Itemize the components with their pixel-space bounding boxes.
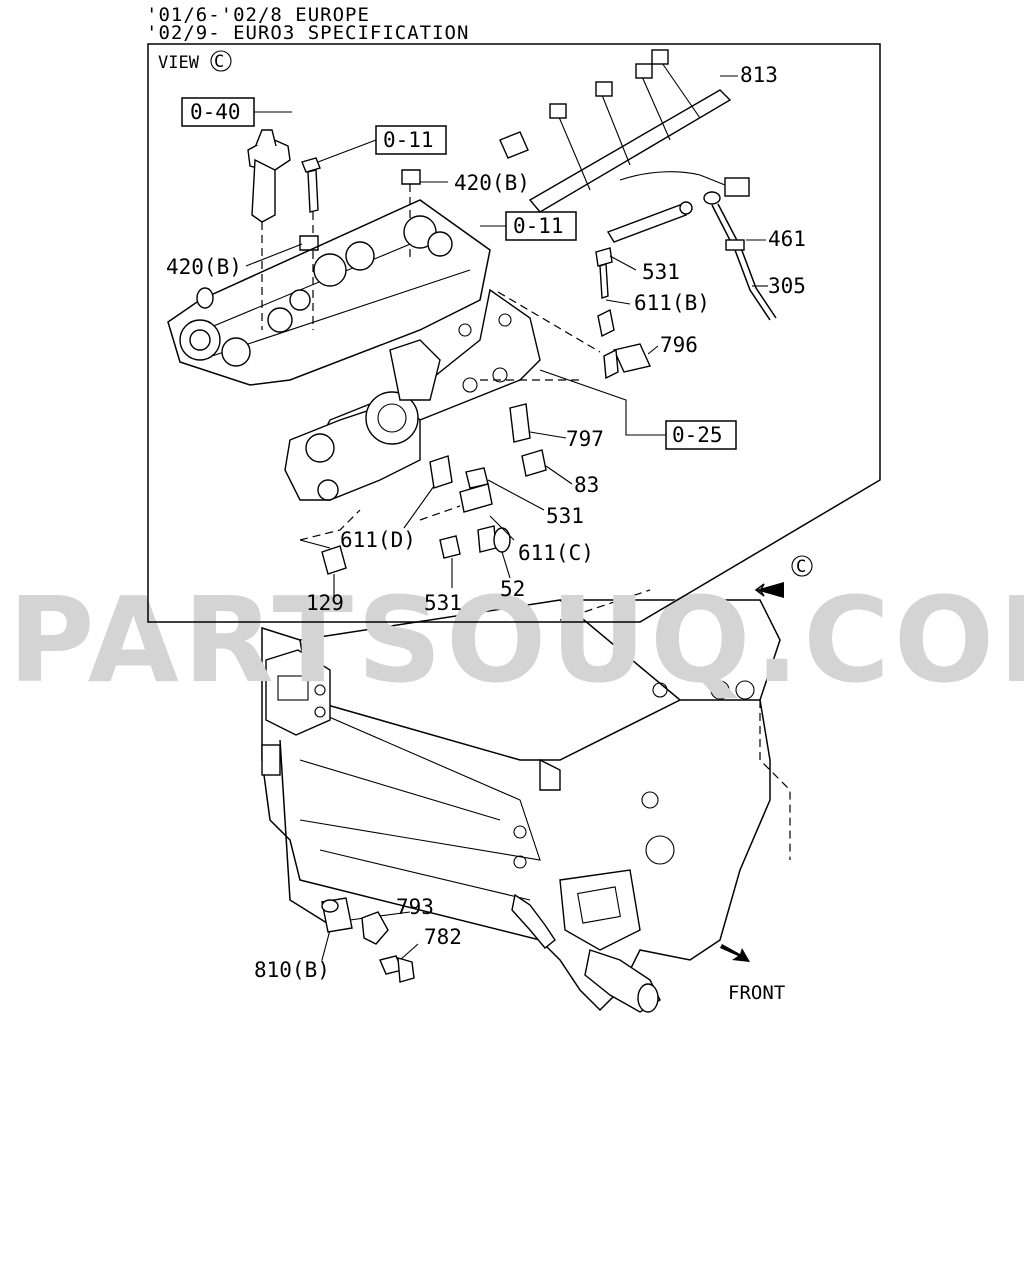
header-line-2: '02/9- EURO3 SPECIFICATION <box>146 22 469 44</box>
label-611d: 611(D) <box>340 528 416 552</box>
ref-box-0-40-label: 0-40 <box>190 100 241 124</box>
leader-lines <box>245 75 768 961</box>
label-420b-left: 420(B) <box>166 255 242 279</box>
label-796: 796 <box>660 333 698 357</box>
watermark: PARTSOUQ.COM <box>8 571 1024 709</box>
label-793: 793 <box>396 895 434 919</box>
label-782: 782 <box>424 925 462 949</box>
label-531-bot: 531 <box>424 591 462 615</box>
front-label: FRONT <box>728 982 785 1004</box>
front-arrow-icon <box>720 944 750 962</box>
view-label: VIEW <box>158 53 200 73</box>
label-611b: 611(B) <box>634 291 710 315</box>
ref-box-0-25-label: 0-25 <box>672 423 723 447</box>
view-marker-letter: C <box>796 557 806 577</box>
view-circle-icon <box>210 50 232 72</box>
label-813: 813 <box>740 63 778 87</box>
engine-block-drawing <box>261 589 791 1013</box>
header-line-1: '01/6-'02/8 EUROPE <box>146 4 370 26</box>
ref-box-0-11-mid: 0-11 <box>505 211 577 241</box>
label-420b-top: 420(B) <box>454 171 530 195</box>
crank-sensor-parts <box>321 897 415 983</box>
ref-box-0-40: 0-40 <box>181 97 255 127</box>
label-461: 461 <box>768 227 806 251</box>
ref-box-0-11-top-label: 0-11 <box>383 128 434 152</box>
label-797: 797 <box>566 427 604 451</box>
label-129: 129 <box>306 591 344 615</box>
ref-box-0-11-top: 0-11 <box>375 125 447 155</box>
view-c-parts-drawing <box>167 49 777 575</box>
label-531-mid: 531 <box>546 504 584 528</box>
label-52: 52 <box>500 577 525 601</box>
view-c-frame <box>147 43 881 623</box>
label-83: 83 <box>574 473 599 497</box>
label-611c: 611(C) <box>518 541 594 565</box>
ref-box-0-11-mid-label: 0-11 <box>513 214 564 238</box>
label-810b: 810(B) <box>254 958 330 982</box>
ref-box-0-25: 0-25 <box>665 420 737 450</box>
label-531-top: 531 <box>642 260 680 284</box>
label-305: 305 <box>768 274 806 298</box>
view-circle-letter: C <box>214 52 224 72</box>
view-direction-arrow-icon: C <box>754 555 813 598</box>
